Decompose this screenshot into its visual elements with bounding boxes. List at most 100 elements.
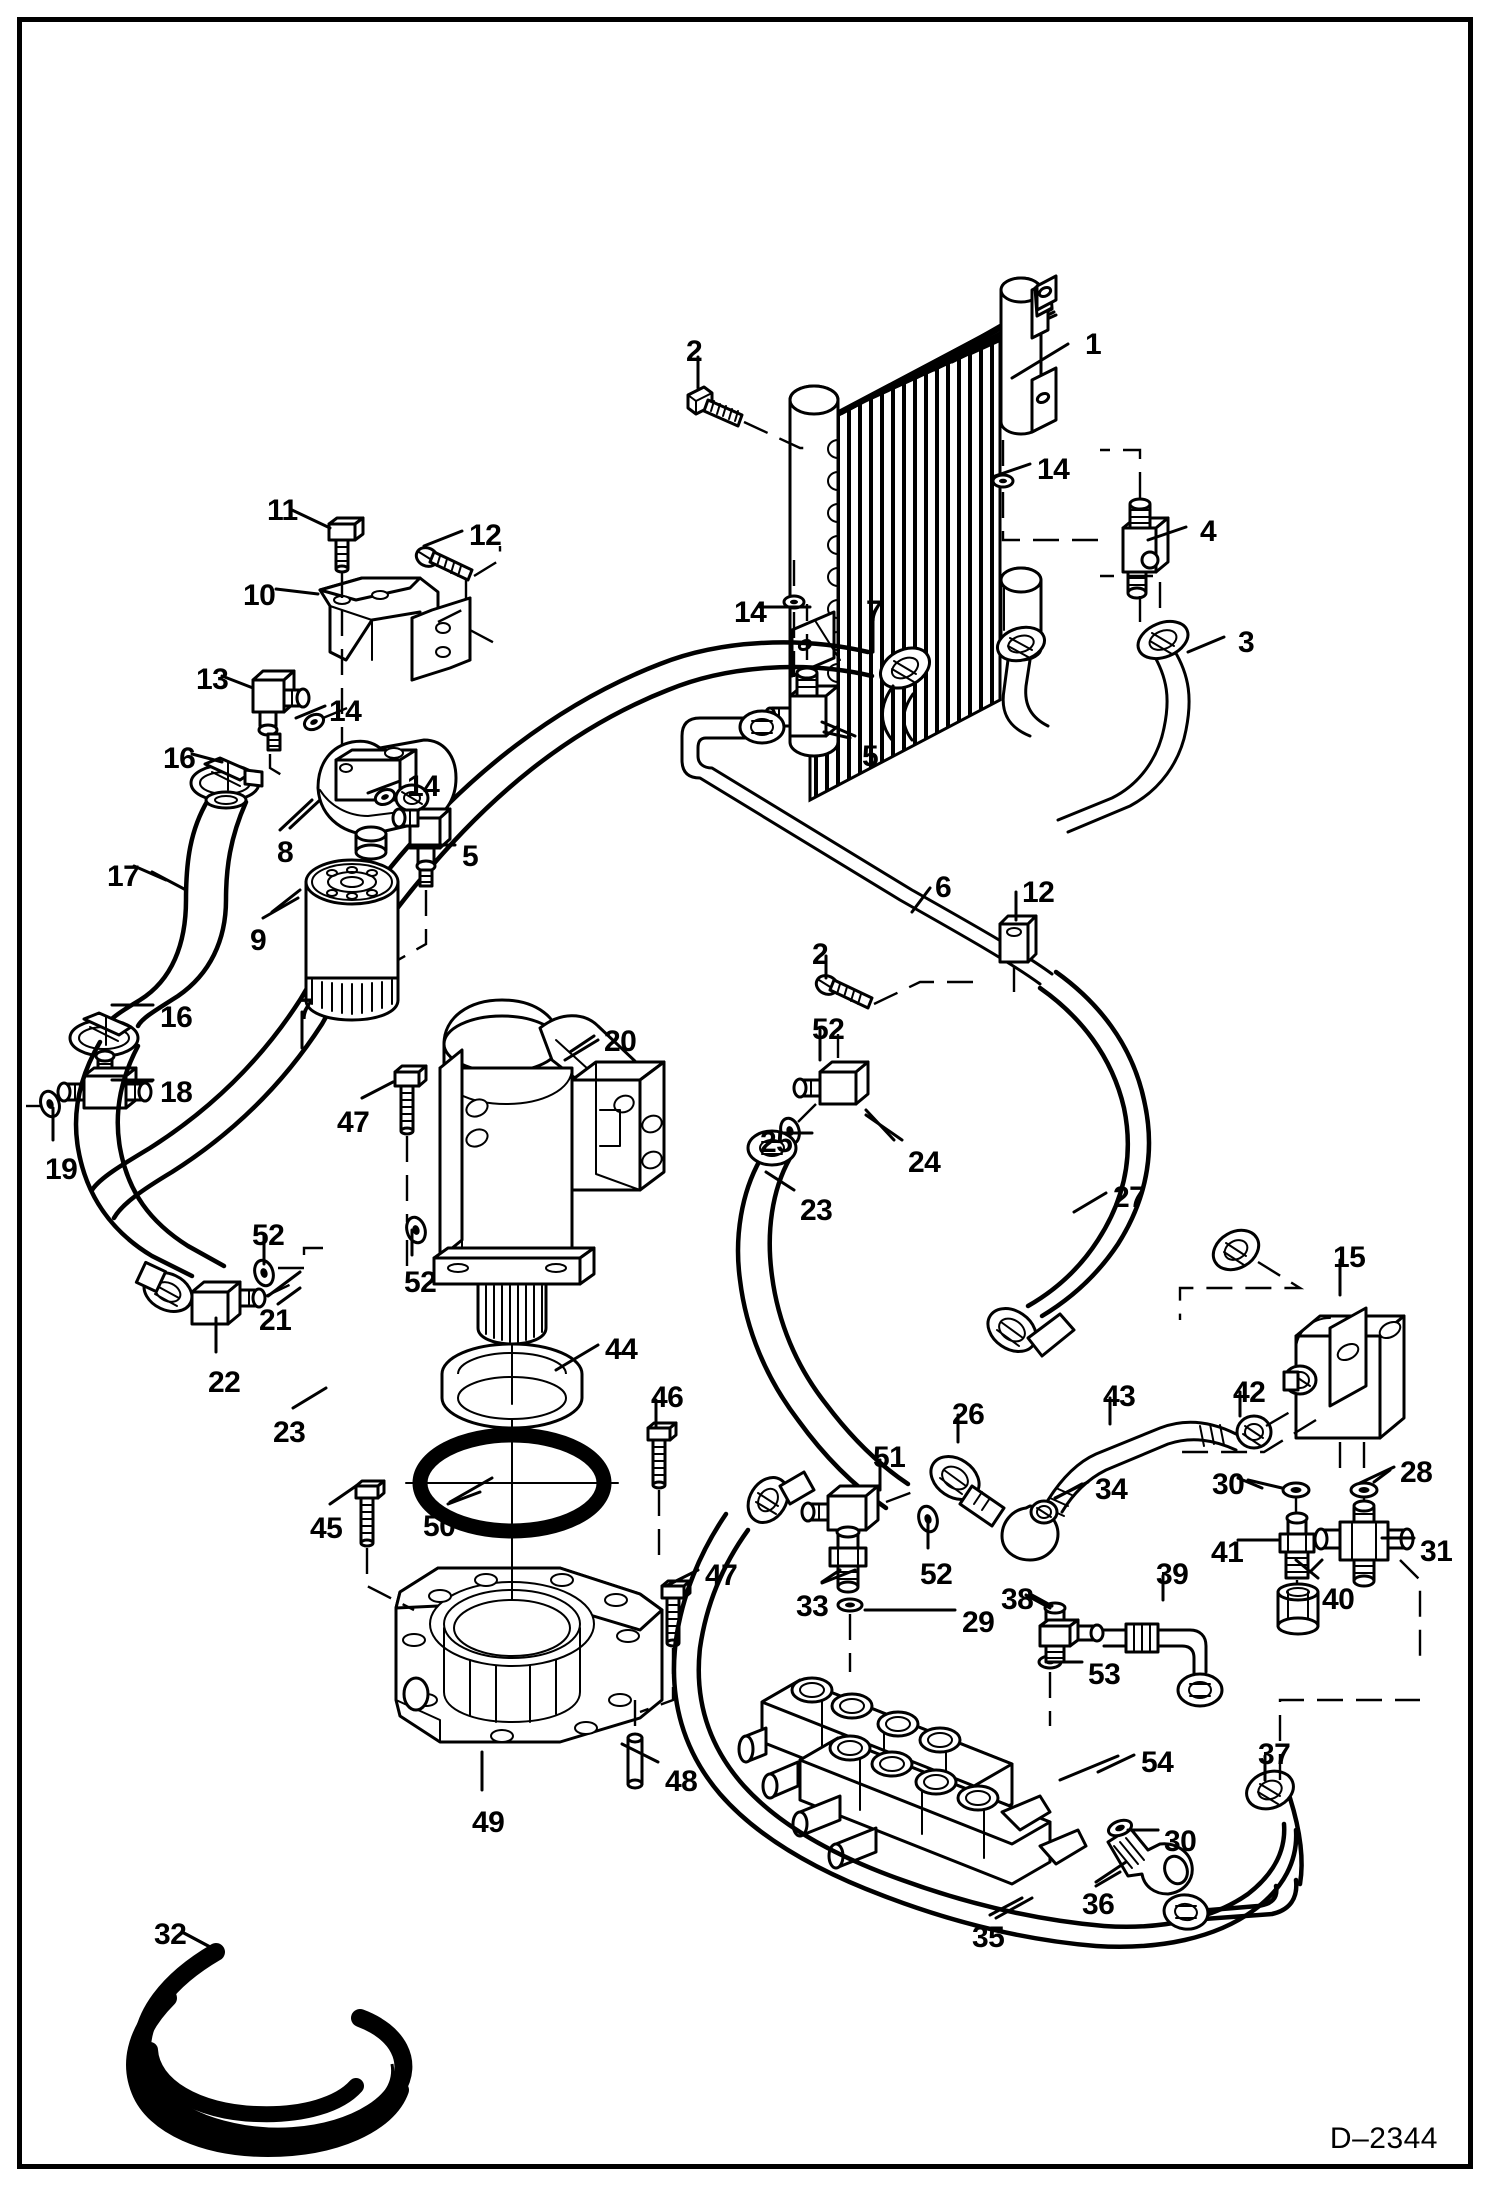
callout-number-36: 36 xyxy=(1082,1888,1115,1921)
callout-number-8: 8 xyxy=(277,836,294,869)
callout-number-30: 30 xyxy=(1164,1825,1197,1858)
callout-number-4: 4 xyxy=(1200,515,1217,548)
leader-line-16 xyxy=(190,752,224,764)
cooler-mounting-bolt-top xyxy=(686,385,812,450)
callout-number-25: 25 xyxy=(760,1126,793,1159)
adapter-nut-40 xyxy=(1276,1558,1324,1636)
callout-number-54: 54 xyxy=(1141,1746,1174,1779)
elbow-fitting-21 xyxy=(190,1278,302,1326)
o-ring-14-filter-outlet xyxy=(373,788,397,806)
callout-number-44: 44 xyxy=(605,1333,638,1366)
leader-line-33 xyxy=(820,1568,857,1585)
callout-number-10: 10 xyxy=(243,579,276,612)
leader-line-13 xyxy=(220,674,255,690)
callout-number-5: 5 xyxy=(862,740,879,773)
callout-number-18: 18 xyxy=(160,1076,193,1109)
tube-nut-3-bottom xyxy=(996,625,1050,738)
callout-number-19: 19 xyxy=(45,1153,78,1186)
callout-number-14: 14 xyxy=(1037,453,1070,486)
bulk-hose-coil-32 xyxy=(126,1930,413,2158)
pump-mounting-bolt-47-left xyxy=(393,1064,428,1276)
callout-number-52: 52 xyxy=(404,1266,437,1299)
hose-nut-27-bottom xyxy=(986,1307,1076,1358)
elbow-fitting-5-filter xyxy=(382,807,454,990)
callout-number-17: 17 xyxy=(107,860,140,893)
callout-number-2: 2 xyxy=(686,335,703,368)
callout-number-52: 52 xyxy=(920,1558,953,1591)
elbow-fitting-36 xyxy=(1094,1826,1194,1896)
callout-number-26: 26 xyxy=(952,1398,985,1431)
callout-number-37: 37 xyxy=(1258,1738,1291,1771)
callout-number-6: 6 xyxy=(935,871,952,904)
callout-number-35: 35 xyxy=(972,1921,1005,1954)
cooler-mount-tab-bottom-right xyxy=(1030,366,1058,434)
leader-line-50 xyxy=(448,1476,494,1504)
leader-line-47 xyxy=(664,1568,700,1588)
callout-number-50: 50 xyxy=(423,1510,456,1543)
leader-line-23 xyxy=(764,1170,796,1192)
elbow-fitting-13 xyxy=(251,669,311,782)
hose-end-fitting-26 xyxy=(929,1455,1006,1528)
callout-number-7: 7 xyxy=(866,595,883,628)
callout-number-29: 29 xyxy=(962,1606,995,1639)
callout-number-31: 31 xyxy=(1420,1535,1453,1568)
bracket-clamp-12-lower xyxy=(998,914,1038,1000)
leader-line-20 xyxy=(563,1038,600,1062)
callout-number-30: 30 xyxy=(1212,1468,1245,1501)
pump-mounting-housing-49 xyxy=(394,1499,664,1744)
leader-line-38 xyxy=(1024,1593,1052,1610)
hose-nut-23-top xyxy=(746,1129,798,1167)
cooler-mount-tab-top-right xyxy=(1030,274,1058,340)
o-ring-14-filter-inlet xyxy=(302,704,353,732)
straight-fitting-38 xyxy=(1028,1592,1105,1664)
callout-number-3: 3 xyxy=(1238,626,1255,659)
callout-number-47: 47 xyxy=(337,1106,370,1139)
leader-line-12 xyxy=(422,529,464,548)
callout-number-15: 15 xyxy=(1333,1241,1366,1274)
callout-number-23: 23 xyxy=(800,1194,833,1227)
o-ring-52-manifold xyxy=(917,1504,939,1534)
leader-line-45 xyxy=(328,1484,358,1506)
o-ring-cooler-inlet xyxy=(782,560,806,688)
tube-nut-39-right xyxy=(1176,1672,1224,1708)
leader-line-54 xyxy=(1096,1753,1136,1774)
nipple-fitting-41 xyxy=(1242,1511,1316,1592)
hose-nut-37-end xyxy=(1162,1893,1210,1931)
hydraulic-pump-20 xyxy=(432,998,666,1346)
callout-leader-lines xyxy=(51,342,1416,1950)
callout-number-40: 40 xyxy=(1322,1583,1355,1616)
callout-number-16: 16 xyxy=(163,742,196,775)
callout-number-16: 16 xyxy=(160,1001,193,1034)
callout-number-46: 46 xyxy=(651,1381,684,1414)
leader-line-34 xyxy=(1053,1480,1090,1500)
nut-42 xyxy=(1235,1410,1291,1450)
callout-number-47: 47 xyxy=(705,1559,738,1592)
valve-ports-back xyxy=(790,1676,962,1754)
callout-number-2: 2 xyxy=(812,938,829,971)
leader-line-3 xyxy=(1186,635,1226,654)
tube-nut-6-left xyxy=(738,709,786,745)
callout-number-14: 14 xyxy=(407,770,440,803)
pressure-hose-27 xyxy=(986,969,1305,1358)
return-hose-long-35 xyxy=(671,1470,1299,1949)
leader-line-30 xyxy=(1236,1476,1264,1490)
callout-number-53: 53 xyxy=(1088,1658,1121,1691)
mounting-bolt-46 xyxy=(646,1421,678,1560)
callout-number-22: 22 xyxy=(208,1366,241,1399)
connecting-tube-39 xyxy=(1102,1622,1224,1708)
callout-number-32: 32 xyxy=(154,1918,187,1951)
callout-number-1: 1 xyxy=(1085,328,1102,361)
filter-mounting-bracket-10 xyxy=(318,558,501,682)
diagram-border-frame xyxy=(17,17,1473,2169)
hose-nut-35-left xyxy=(746,1470,816,1524)
callout-number-39: 39 xyxy=(1156,1558,1189,1591)
hose-nut-7-right xyxy=(879,646,931,742)
elbow-fitting-24 xyxy=(792,1034,896,1142)
hydraulic-filter-9 xyxy=(270,858,400,1022)
hose-clamp-16-upper xyxy=(189,756,264,803)
housing-bolt-45 xyxy=(354,1479,415,1612)
o-ring-52-left xyxy=(253,1246,330,1288)
callout-number-5: 5 xyxy=(462,840,479,873)
leader-line-27 xyxy=(1072,1191,1108,1214)
leader-line-14 xyxy=(366,779,402,795)
